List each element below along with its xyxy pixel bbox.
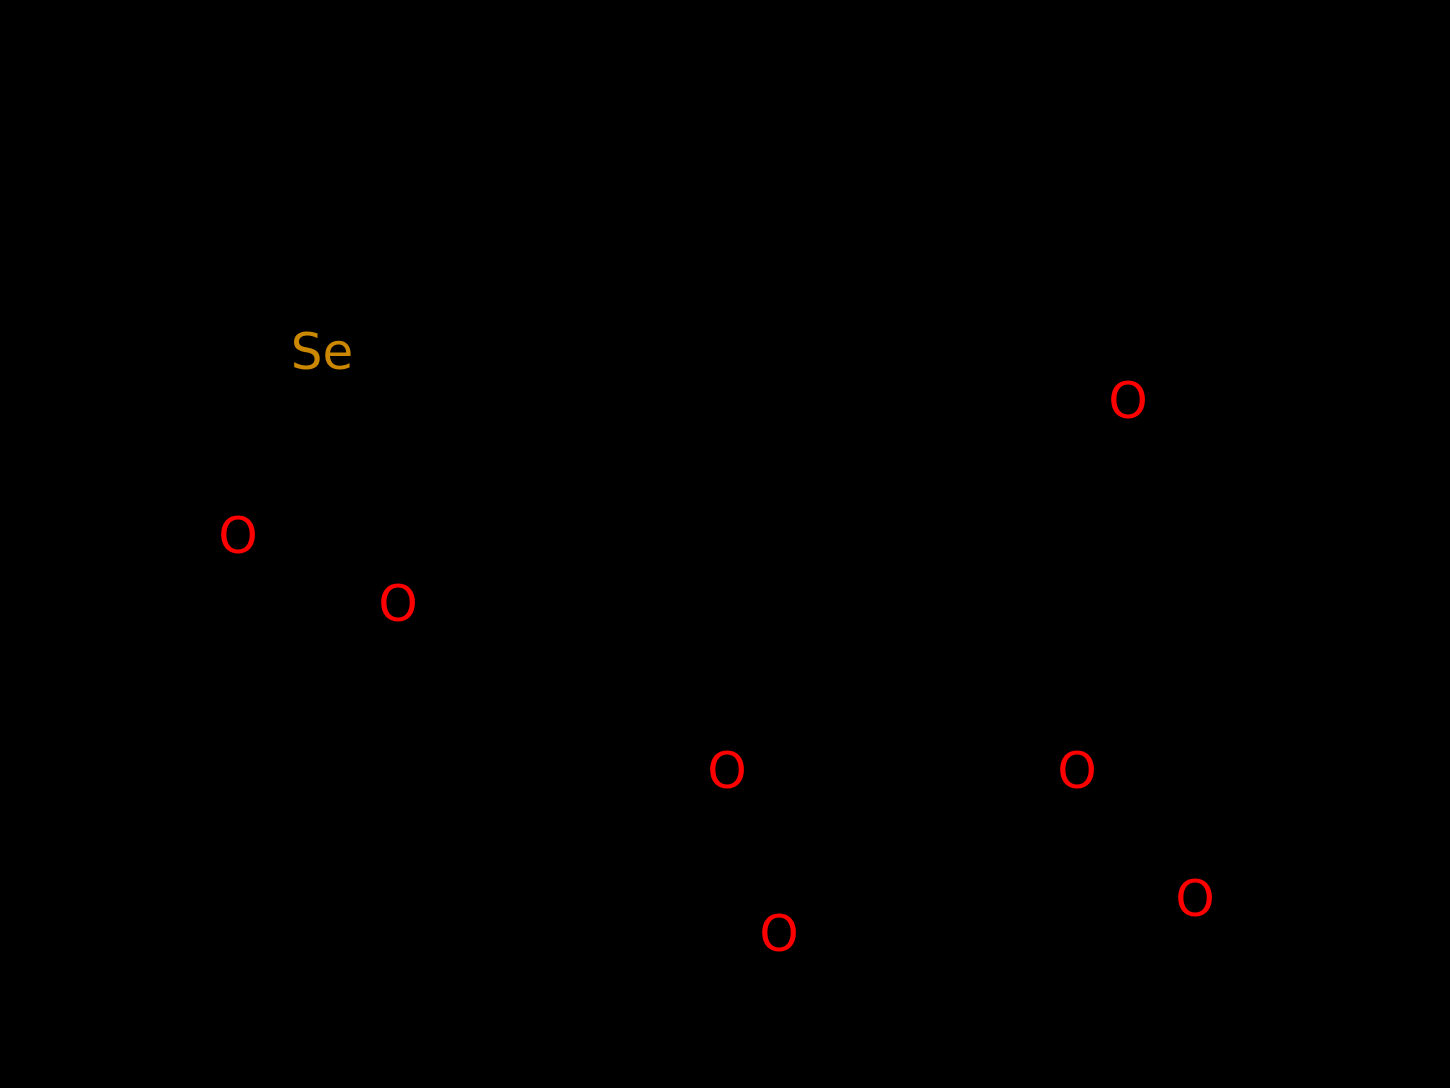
- bond: [657, 557, 743, 603]
- bond: [1057, 422, 1123, 453]
- atom-label-o: O: [218, 507, 258, 565]
- bond-group: [183, 129, 1253, 1003]
- bond: [327, 467, 473, 503]
- bond: [776, 955, 863, 1003]
- bond: [389, 517, 401, 581]
- atom-label-se: Se: [290, 323, 354, 381]
- atom-label-o: O: [1175, 870, 1215, 928]
- bond: [275, 235, 333, 331]
- bond: [757, 457, 863, 513]
- bond: [467, 497, 563, 563]
- bond: [724, 792, 782, 893]
- bond: [957, 447, 1063, 503]
- atom-label-o: O: [759, 905, 799, 963]
- bond: [275, 183, 373, 241]
- atom-label-o: O: [1108, 372, 1148, 430]
- atom-label-o: O: [378, 575, 418, 633]
- bond: [265, 467, 333, 523]
- bond: [1057, 597, 1080, 748]
- bond: [857, 497, 963, 513]
- bond: [327, 467, 395, 523]
- bond: [1074, 792, 1163, 863]
- atom-label-o: O: [1057, 742, 1097, 800]
- bond: [1192, 827, 1253, 878]
- bond: [737, 457, 763, 563]
- bond: [557, 557, 663, 603]
- bond: [183, 183, 281, 241]
- atom-label-o: O: [707, 742, 747, 800]
